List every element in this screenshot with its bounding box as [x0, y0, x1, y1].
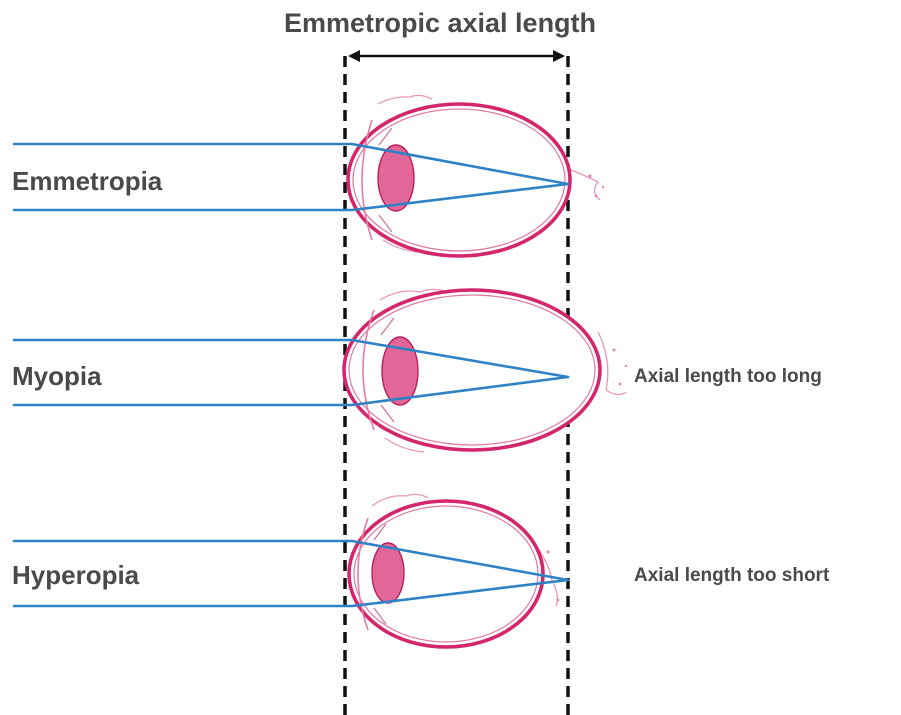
row-myopia: Myopia Axial length too long [12, 289, 822, 452]
hyperopia-lens [372, 543, 404, 603]
myopia-eye [344, 289, 627, 452]
hyperopia-eye [349, 494, 559, 647]
diagram-title: Emmetropic axial length [284, 8, 596, 38]
hyperopia-label: Hyperopia [12, 560, 140, 590]
myopia-note: Axial length too long [634, 366, 822, 387]
row-emmetropia: Emmetropia [12, 95, 604, 256]
myopia-label: Myopia [12, 361, 102, 391]
emmetropia-label: Emmetropia [12, 166, 163, 196]
emmetropia-eye [348, 95, 604, 256]
row-hyperopia: Hyperopia Axial length too short [12, 494, 830, 647]
hyperopia-note: Axial length too short [634, 565, 830, 586]
